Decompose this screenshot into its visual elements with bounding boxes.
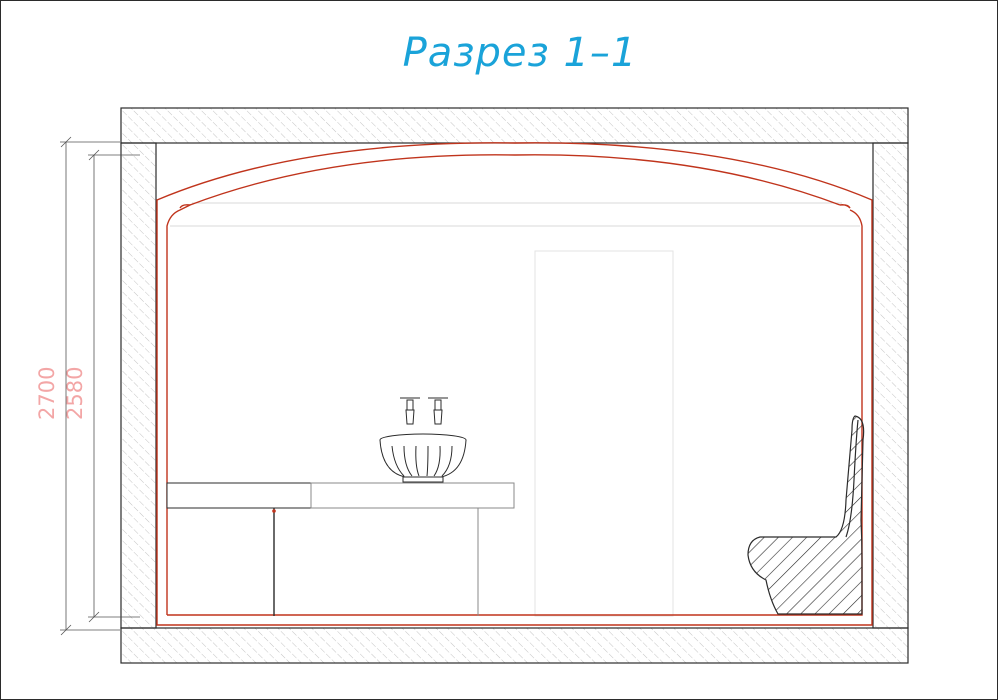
tap-right-icon bbox=[428, 397, 448, 425]
dimension-line-2700 bbox=[60, 136, 120, 636]
counter-left-block bbox=[166, 482, 312, 616]
dimension-line-2580 bbox=[88, 149, 140, 623]
wash-basin-icon bbox=[379, 433, 467, 483]
wall-left bbox=[120, 142, 157, 629]
section-title: Разрез 1–1 bbox=[402, 30, 638, 76]
wall-right bbox=[872, 142, 909, 629]
door-outline bbox=[534, 250, 674, 617]
wall-ceiling bbox=[120, 107, 909, 144]
wall-floor bbox=[120, 627, 909, 664]
tap-left-icon bbox=[400, 397, 420, 425]
bench-section bbox=[747, 415, 865, 615]
counter-top bbox=[310, 482, 515, 616]
interior-finish-outline bbox=[156, 142, 873, 626]
ceiling-guide-lines bbox=[170, 202, 860, 227]
